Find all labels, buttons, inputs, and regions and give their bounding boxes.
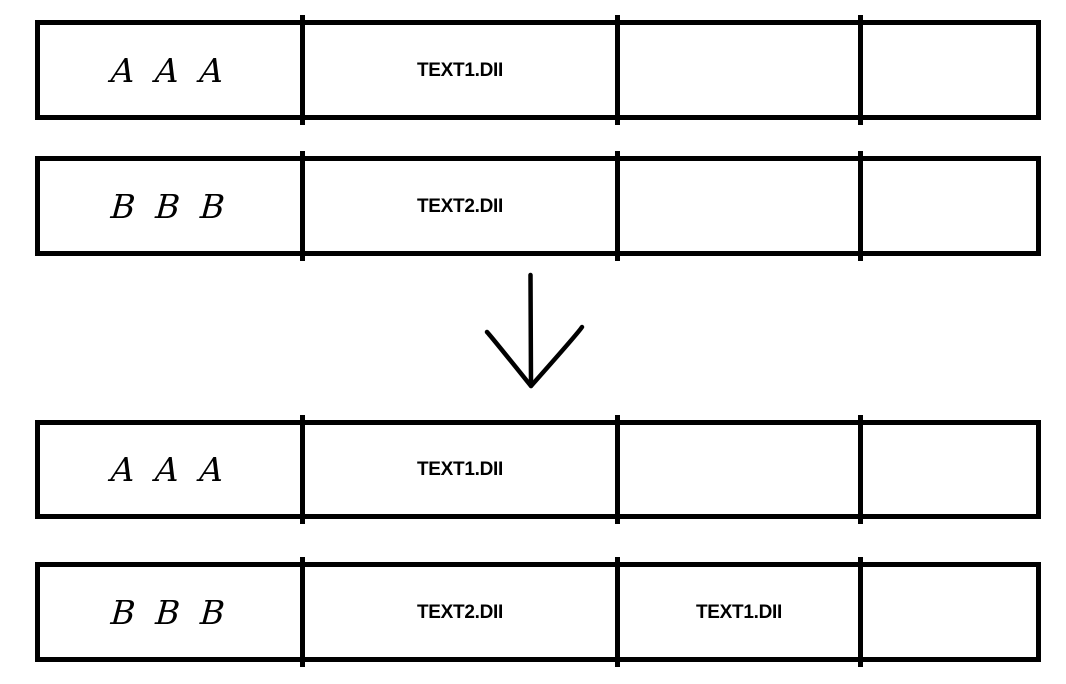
table-cell-empty	[615, 415, 858, 524]
table-cell-empty	[615, 151, 858, 261]
table-cell-filename: TEXT1.DII	[300, 15, 615, 125]
table-cell-empty	[858, 415, 1036, 524]
cell-label: TEXT1.DII	[417, 59, 503, 81]
cell-label: TEXT1.DII	[696, 601, 782, 623]
cell-label: TEXT2.DII	[417, 601, 503, 623]
table-row: B B B TEXT2.DII TEXT1.DII	[35, 557, 1041, 667]
table-row: B B B TEXT2.DII	[35, 151, 1041, 261]
down-arrow-icon	[484, 272, 585, 389]
table-cell-filename: TEXT2.DII	[300, 557, 615, 667]
table-row: A A A TEXT1.DII	[35, 15, 1041, 125]
table-cell-handwritten: A A A	[40, 25, 300, 115]
table-cell-handwritten: B B B	[40, 161, 300, 251]
table-cell-filename: TEXT2.DII	[300, 151, 615, 261]
table-cell-empty	[615, 15, 858, 125]
handwritten-label: B B B	[109, 186, 231, 226]
table-cell-handwritten: B B B	[40, 567, 300, 657]
table-cell-filename: TEXT1.DII	[300, 415, 615, 524]
table-cell-empty	[858, 151, 1036, 261]
cell-label: TEXT2.DII	[417, 195, 503, 217]
handwritten-label: A A A	[109, 450, 231, 489]
table-cell-empty	[858, 15, 1036, 125]
table-row: A A A TEXT1.DII	[35, 415, 1041, 524]
handwritten-label: A A A	[109, 50, 231, 90]
table-cell-handwritten: A A A	[40, 425, 300, 514]
cell-label: TEXT1.DII	[417, 459, 503, 480]
table-cell-filename: TEXT1.DII	[615, 557, 858, 667]
table-cell-empty	[858, 557, 1036, 667]
handwritten-label: B B B	[109, 592, 231, 632]
